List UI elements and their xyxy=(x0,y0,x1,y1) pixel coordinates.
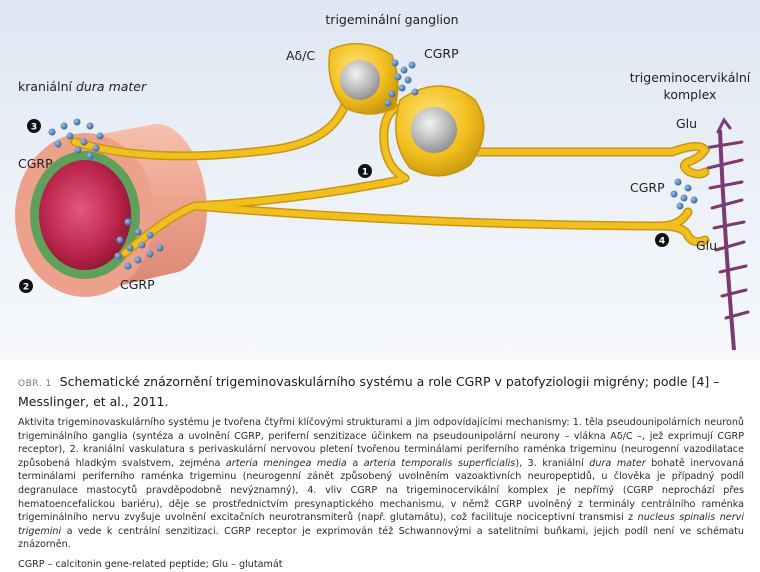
caption-italic-term: arteria temporalis superficialis xyxy=(363,457,516,469)
ganglion-neuron-small xyxy=(328,42,399,115)
label-glu-bottom: Glu xyxy=(696,238,717,253)
label-adelta-c: Aδ/C xyxy=(286,48,315,63)
svg-text:2: 2 xyxy=(23,283,29,293)
label-dura-mater: kraniální dura mater xyxy=(18,79,147,94)
label-cgrp-dura: CGRP xyxy=(18,156,53,171)
label-glu-top: Glu xyxy=(676,116,697,131)
caption-body-text: Aktivita trigeminovaskulárního systému j… xyxy=(18,417,744,469)
trigeminovascular-diagram: trigeminální ganglion kraniální dura mat… xyxy=(0,0,760,360)
svg-text:3: 3 xyxy=(31,123,37,133)
label-cgrp-vessel: CGRP xyxy=(120,277,155,292)
nerve-fibers xyxy=(70,100,711,258)
cgrp-vesicles xyxy=(48,59,698,270)
caption-italic-term: dura mater xyxy=(589,457,646,469)
marker-1: 1 xyxy=(358,164,372,178)
caption-title-text: Schematické znázornění trigeminovaskulár… xyxy=(18,374,720,409)
diagram-canvas: trigeminální ganglion kraniální dura mat… xyxy=(15,12,751,351)
label-ganglion: trigeminální ganglion xyxy=(325,12,458,27)
caption-body-text: a xyxy=(346,457,364,469)
caption-body-text: bohatě inervovaná terminálami periferníh… xyxy=(18,457,744,524)
label-complex-line2: komplex xyxy=(664,87,717,102)
marker-4: 4 xyxy=(655,233,669,247)
marker-2: 2 xyxy=(19,279,33,293)
caption-italic-term: arteria meningea media xyxy=(225,457,347,469)
marker-3: 3 xyxy=(27,119,41,133)
svg-text:1: 1 xyxy=(362,168,368,178)
caption-body-text: ), 3. kraniální xyxy=(515,457,590,469)
caption-abbreviations: CGRP – calcitonin gene-related peptide; … xyxy=(18,558,283,570)
svg-text:4: 4 xyxy=(659,237,665,247)
trigeminocervical-complex xyxy=(703,117,750,351)
label-cgrp-complex: CGRP xyxy=(630,180,665,195)
caption-body: Aktivita trigeminovaskulárního systému j… xyxy=(18,416,744,552)
caption-italic-term: nucleus spinalis nervi trigemini xyxy=(18,512,744,537)
caption-figure-number: OBR. 1 xyxy=(18,379,52,389)
caption-body-text: a vede k centrální senzitizaci. CGRP rec… xyxy=(18,525,744,551)
ganglion-neuron-large xyxy=(395,85,485,177)
label-complex-line1: trigeminocervikální xyxy=(630,70,751,85)
label-cgrp-ganglion: CGRP xyxy=(424,46,459,61)
